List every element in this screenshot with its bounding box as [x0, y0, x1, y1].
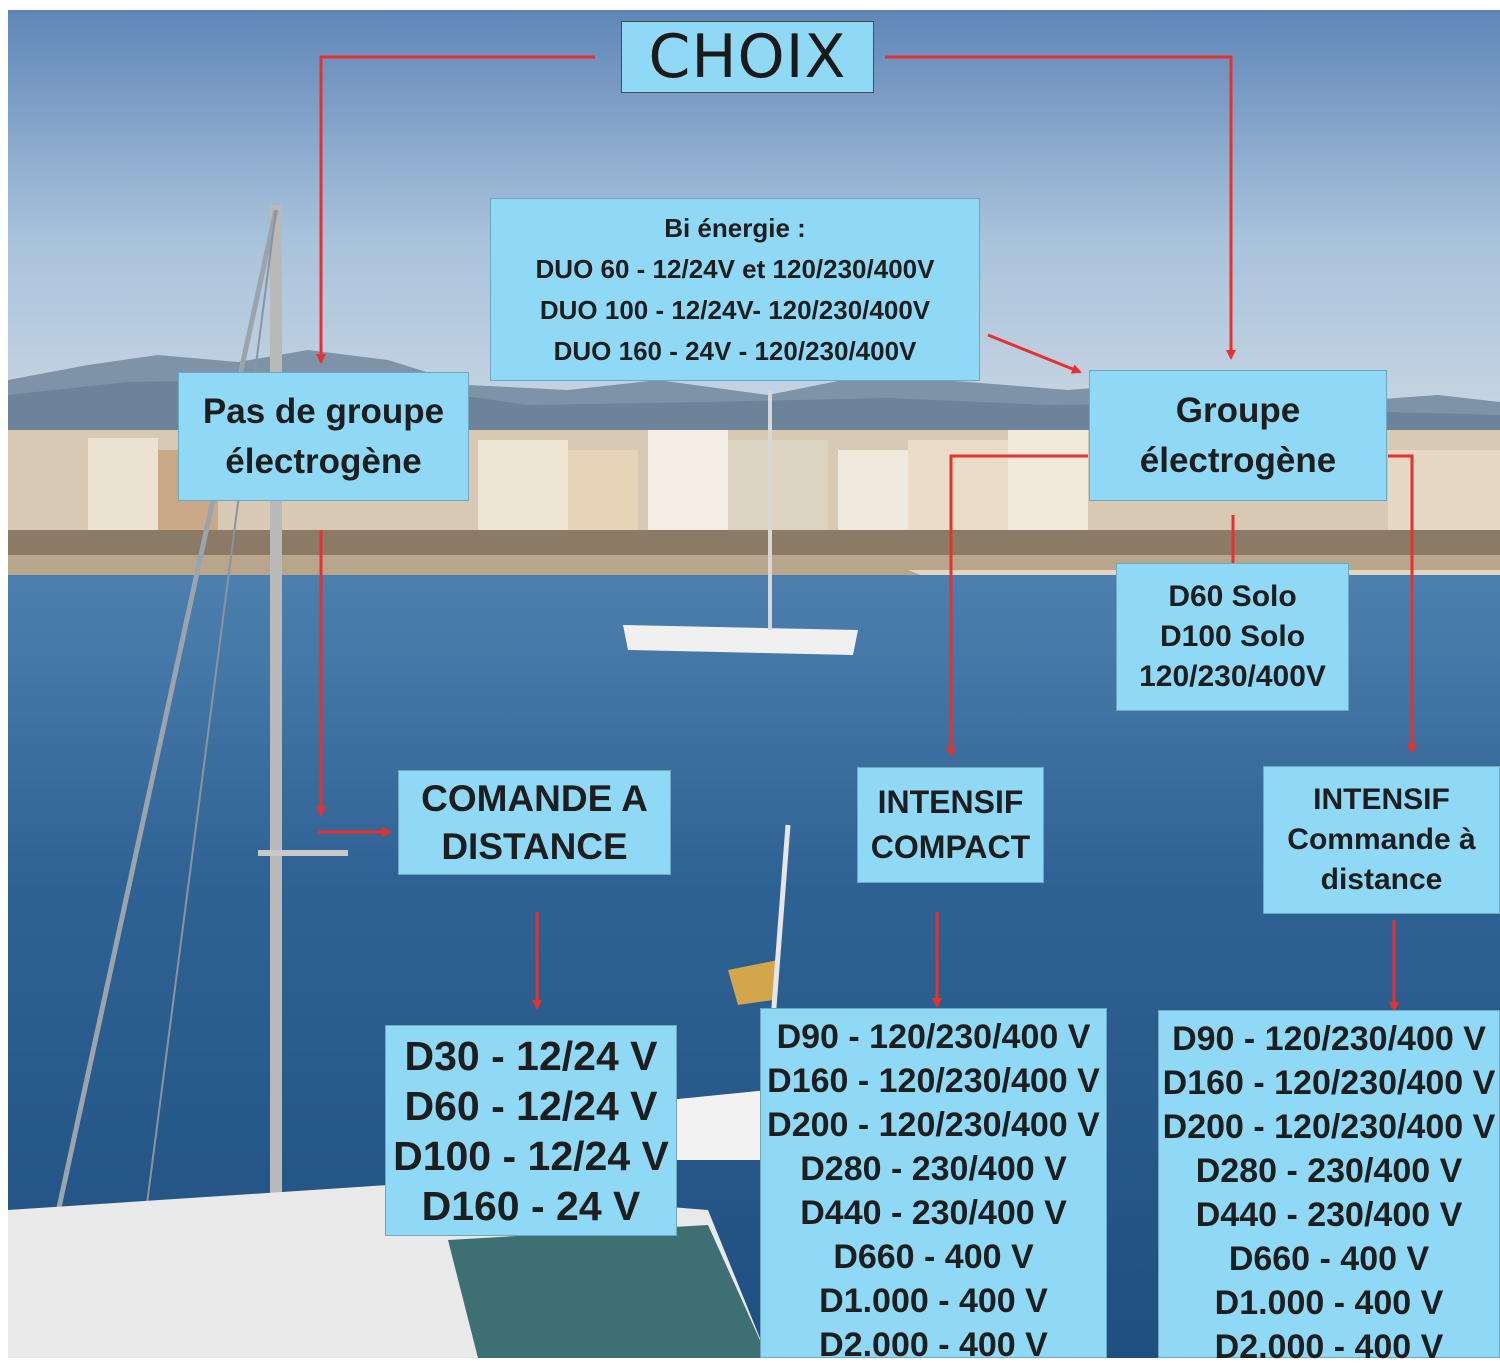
- commande-line: DISTANCE: [441, 825, 628, 867]
- list-item: D2.000 - 400 V: [1214, 1328, 1444, 1366]
- intensif-commande-box: INTENSIF Commande à distance: [1263, 766, 1500, 914]
- list-item: D90 - 120/230/400 V: [776, 1018, 1091, 1056]
- list-item: D90 - 120/230/400 V: [1172, 1020, 1486, 1058]
- list-item: D160 - 120/230/400 V: [767, 1062, 1100, 1100]
- solo-box: D60 Solo D100 Solo 120/230/400V: [1116, 563, 1349, 711]
- list-item: D440 - 230/400 V: [800, 1194, 1067, 1232]
- intensif-commande-line: INTENSIF: [1313, 783, 1450, 816]
- intensif-commande-line: Commande à: [1287, 823, 1476, 856]
- pas-de-groupe-line: Pas de groupe: [202, 391, 445, 431]
- list-item: D1.000 - 400 V: [1214, 1284, 1444, 1322]
- pas-de-groupe-line: électrogène: [225, 441, 422, 481]
- list-item: D160 - 120/230/400 V: [1162, 1064, 1496, 1102]
- solo-line: D60 Solo: [1168, 580, 1297, 613]
- commande-line: COMANDE A: [421, 777, 648, 819]
- bi-energie-line: DUO 160 - 24V - 120/230/400V: [553, 335, 917, 366]
- bi-energie-box: Bi énergie : DUO 60 - 12/24V et 120/230/…: [490, 198, 980, 381]
- list-item: D660 - 400 V: [1228, 1240, 1430, 1278]
- list-item: D660 - 400 V: [833, 1238, 1034, 1276]
- groupe-electrogene-box: Groupe électrogène: [1089, 370, 1387, 501]
- list-item: D280 - 230/400 V: [800, 1150, 1067, 1188]
- intensif-compact-box: INTENSIF COMPACT: [857, 767, 1044, 883]
- bi-energie-line: DUO 60 - 12/24V et 120/230/400V: [535, 253, 935, 284]
- compact-list-box: D90 - 120/230/400 V D160 - 120/230/400 V…: [760, 1008, 1107, 1364]
- intensif-commande-line: distance: [1320, 863, 1443, 896]
- commande-list-box: D30 - 12/24 V D60 - 12/24 V D100 - 12/24…: [385, 1025, 677, 1236]
- solo-line: 120/230/400V: [1139, 660, 1326, 693]
- intensif-compact-line: COMPACT: [870, 829, 1031, 865]
- intensif-compact-line: INTENSIF: [877, 784, 1024, 820]
- choix-title: CHOIX: [648, 22, 847, 92]
- list-item: D280 - 230/400 V: [1195, 1152, 1463, 1190]
- list-item: D30 - 12/24 V: [404, 1032, 658, 1079]
- list-item: D1.000 - 400 V: [819, 1282, 1048, 1320]
- list-item: D2.000 - 400 V: [819, 1326, 1048, 1364]
- commande-box: COMANDE A DISTANCE: [398, 770, 671, 875]
- list-item: D60 - 12/24 V: [404, 1082, 658, 1129]
- list-item: D160 - 24 V: [421, 1182, 641, 1229]
- bi-energie-line: Bi énergie :: [664, 212, 806, 243]
- pas-de-groupe-box: Pas de groupe électrogène: [178, 372, 469, 501]
- list-item: D200 - 120/230/400 V: [767, 1106, 1100, 1144]
- list-item: D200 - 120/230/400 V: [1162, 1108, 1496, 1146]
- choix-title-box: CHOIX: [621, 21, 874, 93]
- groupe-line: électrogène: [1139, 440, 1337, 480]
- solo-line: D100 Solo: [1159, 620, 1306, 653]
- groupe-line: Groupe: [1175, 390, 1301, 430]
- intensif-list-box: D90 - 120/230/400 V D160 - 120/230/400 V…: [1158, 1010, 1500, 1366]
- list-item: D100 - 12/24 V: [393, 1132, 669, 1179]
- list-item: D440 - 230/400 V: [1195, 1196, 1463, 1234]
- bi-energie-line: DUO 100 - 12/24V- 120/230/400V: [539, 294, 931, 325]
